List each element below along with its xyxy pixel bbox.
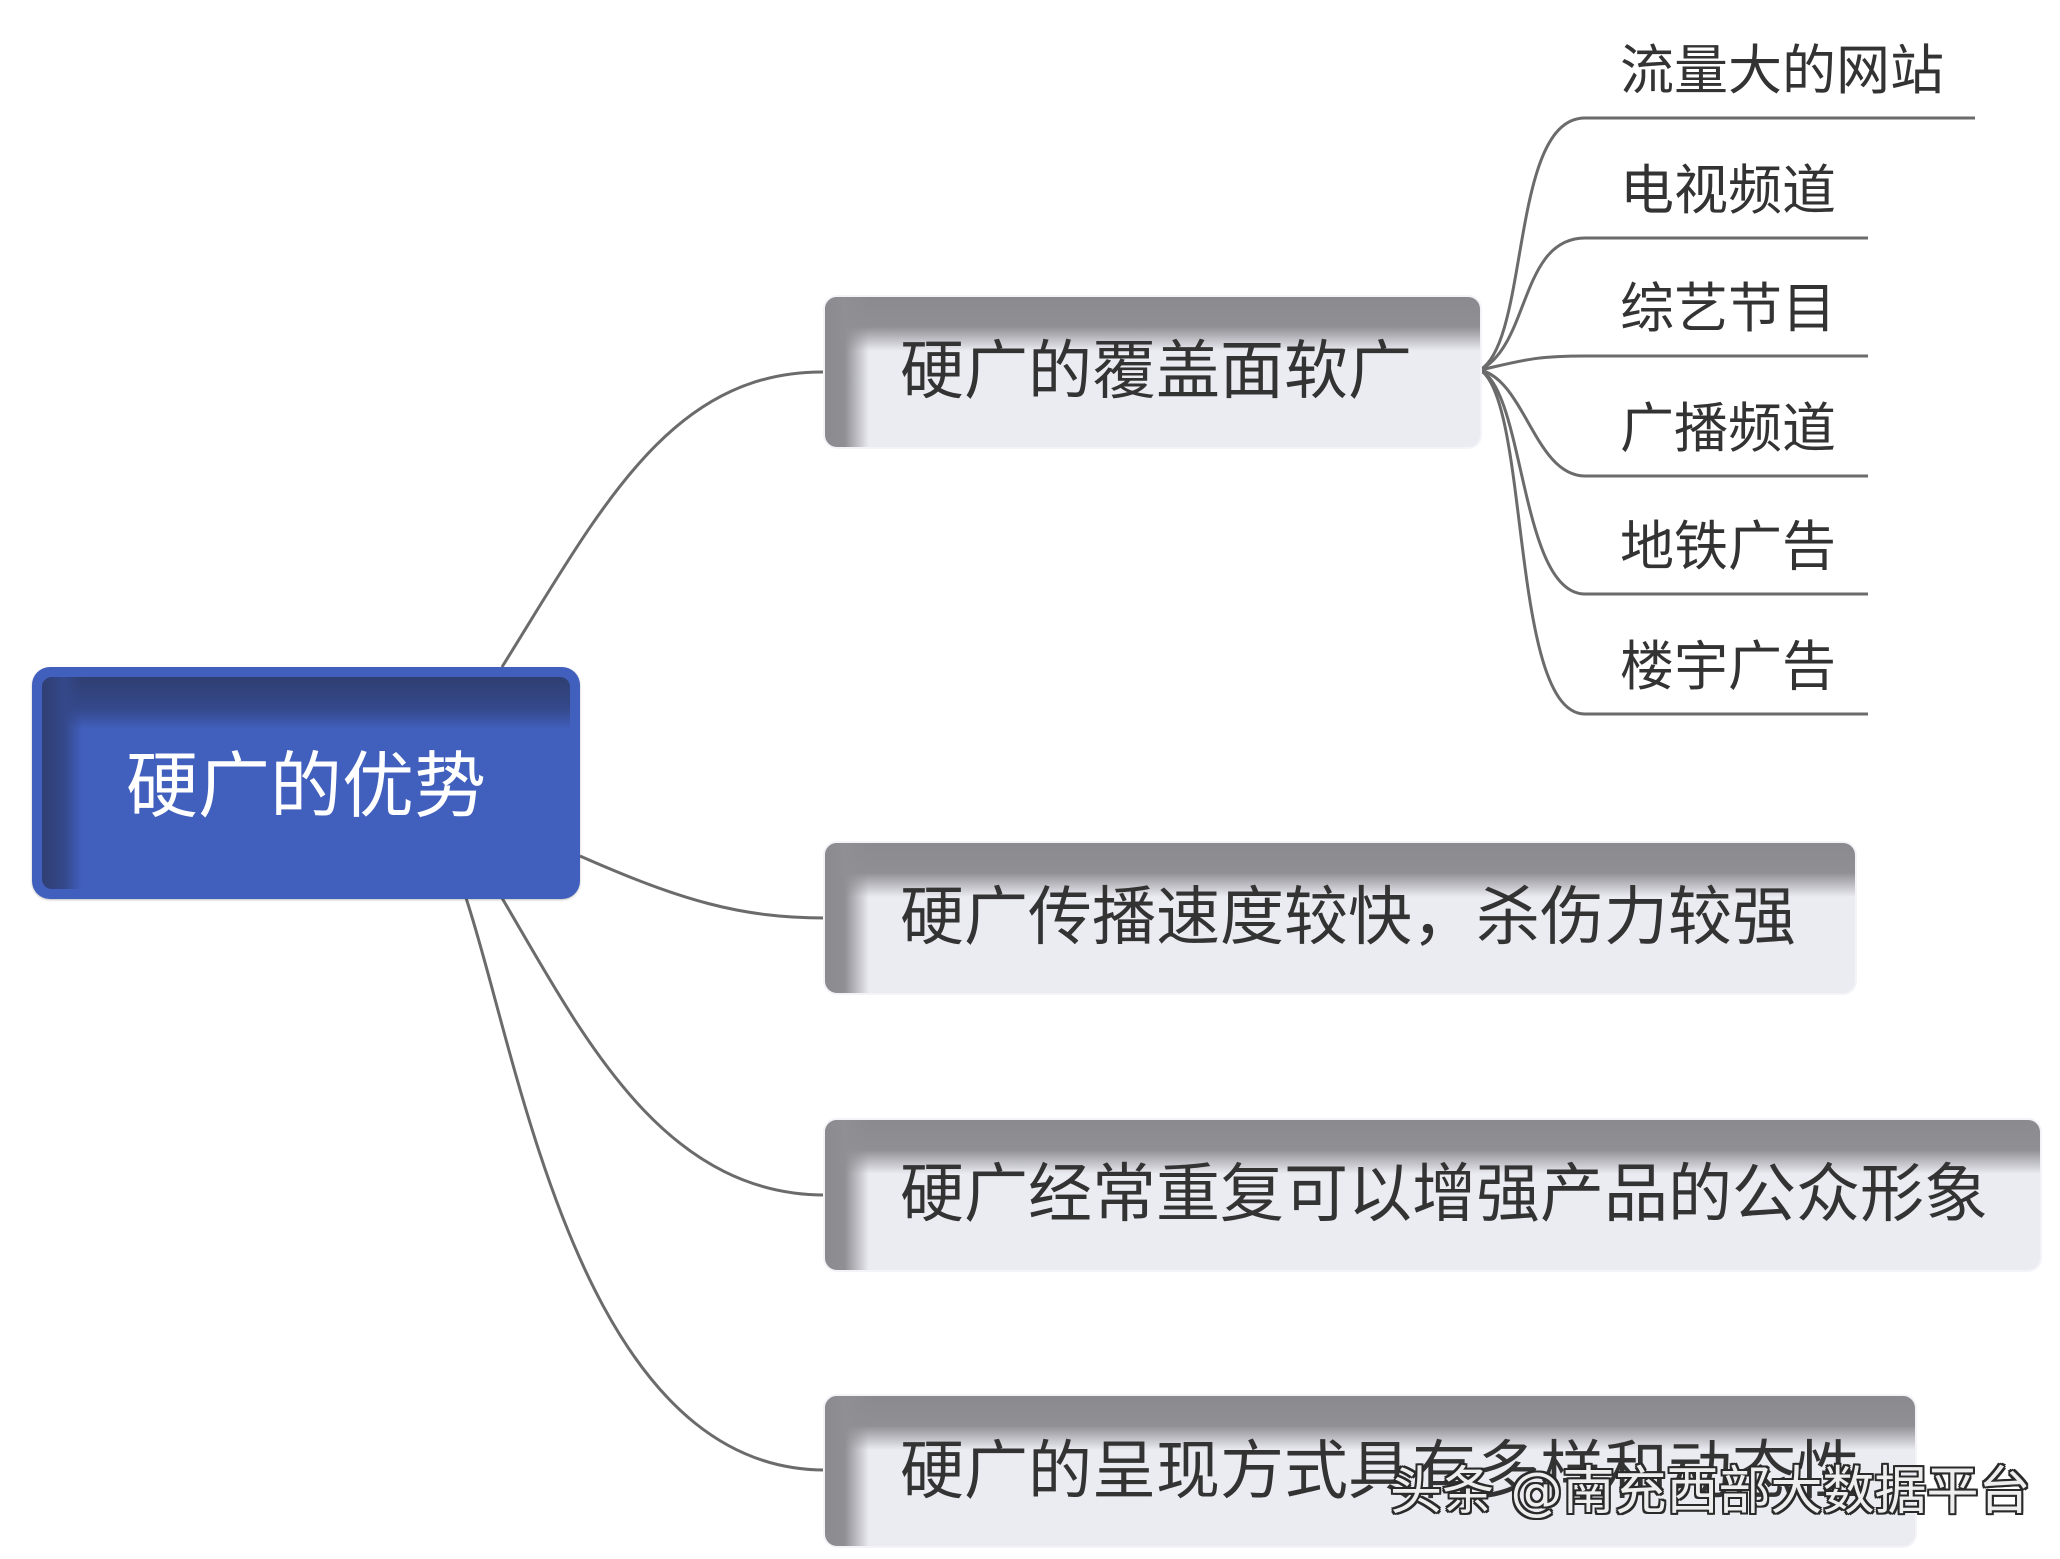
branch-node-coverage[interactable]: [825, 297, 1480, 447]
root-node[interactable]: [32, 667, 580, 899]
connector-root-branch-1: [500, 370, 826, 668]
branch-label-image: 硬广经常重复可以增强产品的公众形象: [900, 1158, 1988, 1232]
connector-root-branch-4: [464, 897, 826, 1472]
connector-root-branch-3: [500, 897, 826, 1197]
branch-node-presentation[interactable]: [825, 1396, 1915, 1546]
connector-leaf-3: [1479, 354, 1868, 372]
connector-root-branch-2: [579, 854, 826, 920]
branch-label-coverage: 硬广的覆盖面软广: [900, 335, 1412, 409]
root-node-label: 硬广的优势: [126, 744, 487, 828]
connector-leaf-4: [1479, 368, 1868, 478]
leaf-variety-shows[interactable]: 综艺节目: [1620, 277, 1836, 340]
branch-label-speed: 硬广传播速度较快，杀伤力较强: [900, 881, 1796, 955]
leaf-building-ads[interactable]: 楼宇广告: [1620, 635, 1836, 698]
connector-leaf-5: [1479, 368, 1868, 596]
branch-label-presentation: 硬广的呈现方式具有多样和动态性: [900, 1435, 1860, 1509]
leaf-subway-ads[interactable]: 地铁广告: [1620, 515, 1836, 578]
connector-leaf-2: [1479, 236, 1868, 372]
leaf-radio-channels[interactable]: 广播频道: [1620, 397, 1836, 460]
connector-leaf-1: [1479, 116, 1975, 372]
watermark-text: 头条 @南充西部大数据平台: [1390, 1462, 2031, 1522]
connector-leaf-6: [1479, 368, 1868, 716]
branch-node-speed[interactable]: [825, 843, 1855, 993]
branch-node-image[interactable]: [825, 1120, 2040, 1270]
leaf-tv-channels[interactable]: 电视频道: [1620, 159, 1836, 222]
leaf-high-traffic-sites[interactable]: 流量大的网站: [1620, 39, 1944, 102]
